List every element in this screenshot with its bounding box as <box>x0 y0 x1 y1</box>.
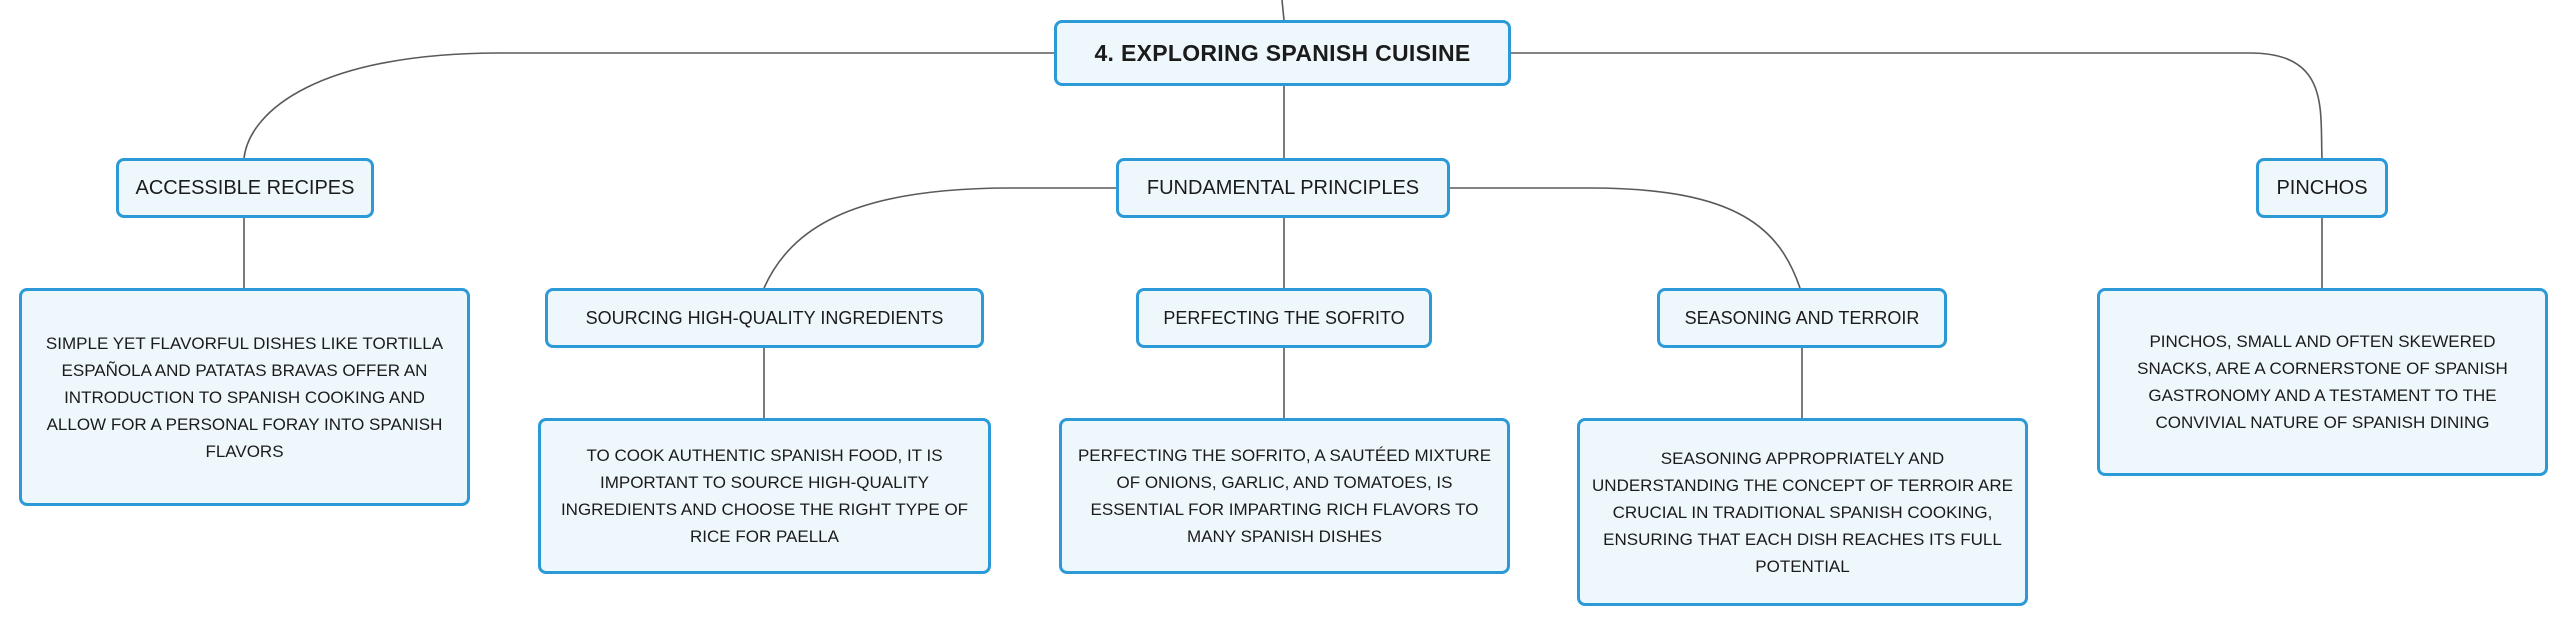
sub-node-seasoning[interactable]: SEASONING AND TERROIR <box>1657 288 1947 348</box>
sub-node-sourcing[interactable]: SOURCING HIGH-QUALITY INGREDIENTS <box>545 288 984 348</box>
branch-node-accessible-recipes[interactable]: ACCESSIBLE RECIPES <box>116 158 374 218</box>
branch-node-label: ACCESSIBLE RECIPES <box>135 176 355 199</box>
sub-node-label: PERFECTING THE SOFRITO <box>1163 307 1405 328</box>
detail-node-text: SIMPLE YET FLAVORFUL DISHES LIKE TORTILL… <box>45 333 444 461</box>
detail-node-sofrito[interactable]: PERFECTING THE SOFRITO, A SAUTÉED MIXTUR… <box>1059 418 1510 574</box>
connector-fundamentals-seasoning <box>1450 187 1801 289</box>
detail-node-pinchos[interactable]: PINCHOS, SMALL AND OFTEN SKEWERED SNACKS… <box>2097 288 2548 476</box>
connector-fundamentals-sourcing <box>763 187 1116 289</box>
branch-node-pinchos[interactable]: PINCHOS <box>2256 158 2388 218</box>
detail-node-sourcing[interactable]: TO COOK AUTHENTIC SPANISH FOOD, IT IS IM… <box>538 418 991 574</box>
connector-root-pinchos <box>1511 52 2323 159</box>
detail-node-text: TO COOK AUTHENTIC SPANISH FOOD, IT IS IM… <box>560 446 969 546</box>
branch-node-fundamental-principles[interactable]: FUNDAMENTAL PRINCIPLES <box>1116 158 1450 218</box>
detail-node-text: SEASONING APPROPRIATELY AND UNDERSTANDIN… <box>1592 448 2013 576</box>
branch-node-label: FUNDAMENTAL PRINCIPLES <box>1146 176 1420 199</box>
detail-node-accessible-recipes[interactable]: SIMPLE YET FLAVORFUL DISHES LIKE TORTILL… <box>19 288 470 506</box>
branch-node-label: PINCHOS <box>2276 176 2368 199</box>
sub-node-label: SOURCING HIGH-QUALITY INGREDIENTS <box>585 307 944 328</box>
detail-node-seasoning[interactable]: SEASONING APPROPRIATELY AND UNDERSTANDIN… <box>1577 418 2028 606</box>
detail-node-text: PINCHOS, SMALL AND OFTEN SKEWERED SNACKS… <box>2137 332 2508 432</box>
connector-root-accessible <box>243 52 1054 159</box>
sub-node-label: SEASONING AND TERROIR <box>1684 307 1920 328</box>
root-node[interactable]: 4. EXPLORING SPANISH CUISINE <box>1054 20 1511 86</box>
root-node-label: 4. EXPLORING SPANISH CUISINE <box>1094 39 1471 66</box>
detail-node-text: PERFECTING THE SOFRITO, A SAUTÉED MIXTUR… <box>1077 446 1492 546</box>
parent-connector <box>1281 0 1285 21</box>
sub-node-sofrito[interactable]: PERFECTING THE SOFRITO <box>1136 288 1432 348</box>
